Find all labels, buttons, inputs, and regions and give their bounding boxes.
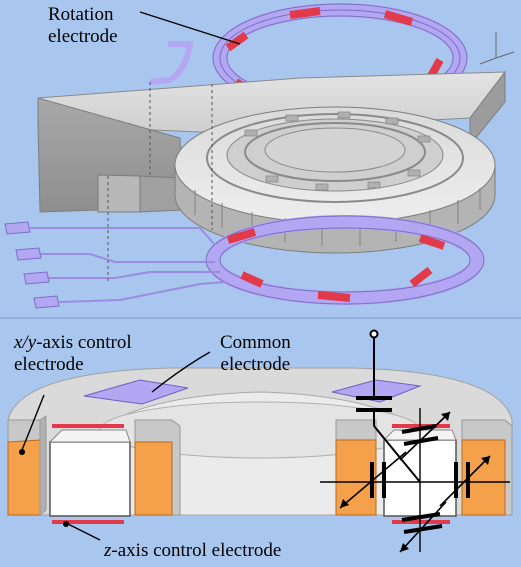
xy-axis-prefix: x/y (14, 332, 37, 353)
red-electrode-segment (225, 31, 249, 52)
common-electrode-label: Common electrode (220, 332, 291, 376)
axis-indicator-icon (479, 32, 515, 65)
xy-axis-line2: electrode (14, 354, 84, 375)
right-stator (335, 419, 513, 516)
leader-dot (19, 449, 25, 455)
red-electrode-segment (418, 234, 446, 250)
rotation-electrode-label: Rotation electrode (48, 4, 118, 48)
capacitor-schematic (320, 329, 510, 553)
rotation-label-line1: Rotation (48, 4, 114, 25)
z-axis-suffix: -axis control electrode (111, 540, 282, 561)
common-electrode-left (83, 379, 189, 405)
red-electrode-segment (226, 228, 257, 244)
z-axis-prefix: z (104, 540, 112, 561)
guide-lines (107, 82, 213, 282)
pad-leads (30, 227, 226, 303)
red-electrode-segment (240, 271, 264, 288)
xy-axis-line1: -axis control (36, 332, 132, 353)
left-rotor (48, 424, 131, 524)
rotation-label-leader (139, 11, 241, 45)
leader-dot (63, 521, 69, 527)
contact-pads (4, 221, 60, 309)
stator-ring (174, 106, 496, 254)
electrode-lead (149, 41, 194, 85)
rotation-label-line2: electrode (48, 26, 118, 47)
xy-axis-control-electrode-label: x/y-axis control electrode (14, 332, 132, 376)
bottom-leaders (21, 351, 211, 541)
common-label-line1: Common (220, 332, 291, 353)
common-label-line2: electrode (220, 354, 291, 375)
left-stator (7, 415, 181, 517)
bottom-rotation-electrode-ring (205, 215, 485, 305)
red-electrode-segment (289, 7, 321, 19)
red-electrode-segment (409, 266, 433, 288)
z-axis-control-electrode-label: z-axis control electrode (104, 540, 281, 562)
red-electrode-segment (383, 10, 414, 26)
red-electrode-segment (317, 291, 351, 302)
